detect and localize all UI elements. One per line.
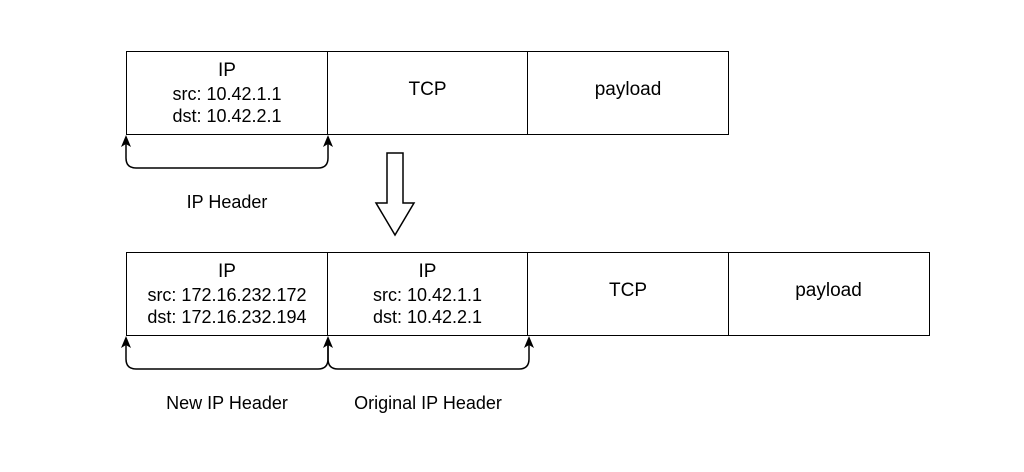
original-tcp-label: TCP <box>408 79 447 100</box>
inner-ip-title: IP <box>418 261 437 282</box>
ip-header-caption: IP Header <box>186 192 268 212</box>
inner-ip-dst: dst: 10.42.2.1 <box>372 307 483 327</box>
new-ip-header-brace-left-arrowhead <box>121 336 131 348</box>
original-payload-label: payload <box>594 79 662 100</box>
original-ip-header-brace-right-arrowhead <box>524 336 534 348</box>
encapsulated-payload-label: payload <box>795 280 862 301</box>
new-ip-title: IP <box>218 261 236 282</box>
transform-down-arrow <box>374 152 416 237</box>
new-ip-box: IP src: 172.16.232.172 dst: 172.16.232.1… <box>126 252 328 336</box>
original-ip-header-caption: Original IP Header <box>354 393 502 413</box>
encapsulated-payload-box: payload <box>727 252 930 336</box>
original-ip-title: IP <box>218 60 236 81</box>
new-ip-header-brace <box>125 345 329 370</box>
new-ip-header-caption: New IP Header <box>166 393 288 413</box>
original-tcp-box: TCP <box>326 51 529 135</box>
encapsulated-tcp-box: TCP <box>527 252 729 336</box>
inner-ip-src: src: 10.42.1.1 <box>372 285 483 305</box>
original-ip-src: src: 10.42.1.1 <box>172 84 282 104</box>
encapsulated-tcp-label: TCP <box>609 280 647 301</box>
original-ip-box: IP src: 10.42.1.1 dst: 10.42.2.1 <box>126 51 328 135</box>
original-ip-dst: dst: 10.42.2.1 <box>172 106 282 126</box>
ip-header-brace-right-arrowhead <box>323 135 333 147</box>
original-payload-box: payload <box>527 51 729 135</box>
new-ip-header-brace-right-arrowhead <box>323 336 333 348</box>
inner-ip-box: IP src: 10.42.1.1 dst: 10.42.2.1 <box>326 252 529 336</box>
original-ip-header-brace <box>327 345 530 370</box>
new-ip-dst: dst: 172.16.232.194 <box>147 307 307 327</box>
ip-header-brace-left-arrowhead <box>121 135 131 147</box>
ip-header-brace <box>125 144 329 169</box>
new-ip-src: src: 172.16.232.172 <box>147 285 307 305</box>
